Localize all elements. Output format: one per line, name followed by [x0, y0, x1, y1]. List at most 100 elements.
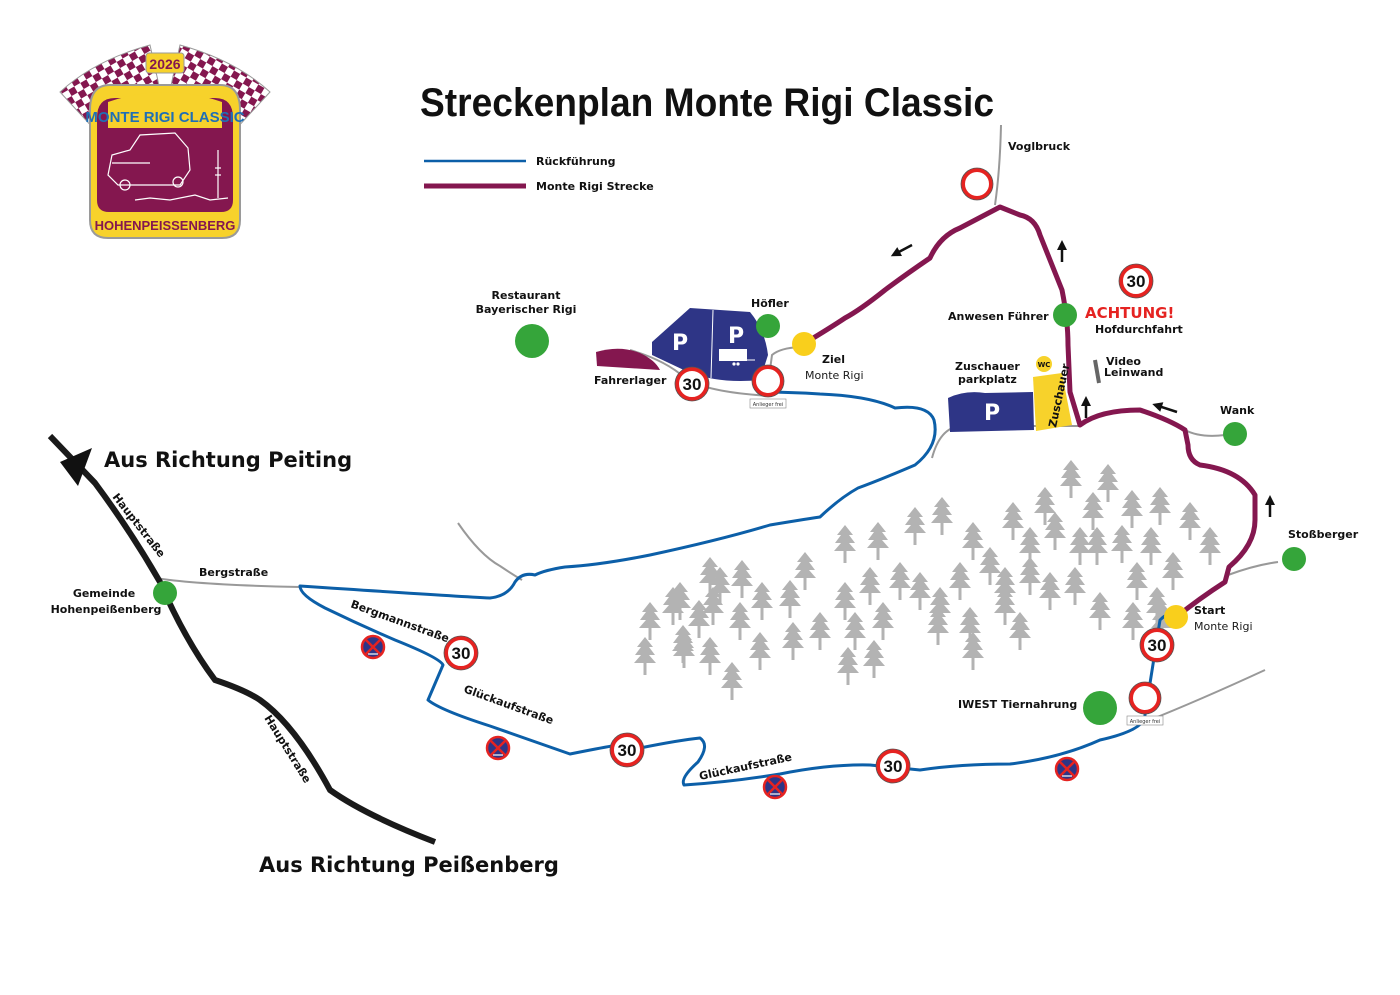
tree-icon: [904, 507, 926, 545]
poi-restaurant-marker: [515, 324, 549, 358]
tree-icon: [927, 607, 949, 645]
road-label-bergstrasse: Bergstraße: [199, 566, 268, 579]
tree-icon: [809, 612, 831, 650]
main-road-hauptstrasse: [47, 433, 437, 845]
no-stopping-sign: [1054, 756, 1080, 782]
tree-icon: [794, 552, 816, 590]
tree-icon: [782, 622, 804, 660]
tree-icon: [731, 560, 753, 598]
arrow-down-left-icon: [890, 243, 913, 257]
race-route: [803, 204, 1258, 620]
poi-wank-marker: [1223, 422, 1247, 446]
label-video-1: Video: [1106, 355, 1141, 368]
tree-icon: [669, 582, 691, 620]
road-closed-sign: Anlieger frei: [1126, 681, 1164, 726]
svg-text:30: 30: [618, 741, 637, 760]
no-stopping-sign: [762, 774, 788, 800]
road-wank: [1184, 429, 1226, 437]
no-stopping-signs: [360, 634, 1080, 800]
label-ziel: Ziel: [822, 353, 845, 366]
svg-text:30: 30: [1127, 272, 1146, 291]
svg-text:Anlieger frei: Anlieger frei: [753, 402, 784, 408]
speed-limit-30-sign: 30: [443, 635, 479, 671]
forest: [634, 460, 1221, 700]
road-closed-sign: Anlieger frei: [749, 364, 787, 409]
arrow-up-icon: [1057, 240, 1067, 262]
label-iwest: IWEST Tiernahrung: [958, 698, 1077, 711]
tree-icon: [1002, 502, 1024, 540]
road-voglbruck: [994, 124, 1002, 206]
road-bergstrasse: [154, 577, 301, 588]
tree-icon: [872, 602, 894, 640]
tree-icon: [863, 640, 885, 678]
tree-icon: [867, 522, 889, 560]
logo-town: HOHENPEISSENBERG: [95, 218, 236, 233]
label-ziel-sub: Monte Rigi: [805, 369, 864, 382]
poi-iwest-marker: [1083, 691, 1117, 725]
road-stossberger: [1227, 561, 1279, 576]
tree-icon: [634, 637, 656, 675]
direction-arrows: [890, 240, 1275, 517]
speed-limit-30-sign: 30: [875, 748, 911, 784]
video-screen-icon: [1093, 359, 1101, 384]
fahrerlager-area: [596, 348, 660, 370]
tree-icon: [889, 562, 911, 600]
parking-sign-2: P: [728, 324, 744, 349]
parking-spectator: P Zuschauer WC: [948, 356, 1073, 432]
tree-icon: [779, 580, 801, 618]
tree-icon: [834, 525, 856, 563]
tree-icon: [1140, 527, 1162, 565]
tree-icon: [1199, 527, 1221, 565]
tree-icon: [1111, 525, 1133, 563]
tree-icon: [1121, 490, 1143, 528]
anlieger-frei-plate: Anlieger frei: [749, 398, 787, 409]
svg-text:Anlieger frei: Anlieger frei: [1130, 719, 1161, 725]
label-zuschauerparkplatz-1: Zuschauer: [955, 360, 1020, 373]
arrow-left-icon: [1152, 402, 1178, 414]
tree-icon: [709, 567, 731, 605]
tree-icon: [1097, 464, 1119, 502]
label-start-sub: Monte Rigi: [1194, 620, 1253, 633]
legend-label-return: Rückführung: [536, 155, 616, 168]
parking-main: P P: [652, 308, 768, 381]
direction-peiting: Aus Richtung Peiting: [104, 448, 352, 472]
tree-icon: [1086, 527, 1108, 565]
label-fahrerlager: Fahrerlager: [594, 374, 667, 387]
tree-icon: [1162, 552, 1184, 590]
tree-icon: [721, 662, 743, 700]
road-closed-sign: [960, 167, 994, 201]
speed-limit-30-sign: 30: [609, 732, 645, 768]
return-route: [298, 390, 1177, 787]
tree-icon: [834, 582, 856, 620]
parking-sign-spectator: P: [984, 401, 1000, 426]
arrow-up-icon: [1265, 495, 1275, 517]
tree-icon: [931, 497, 953, 535]
side-roads: [154, 124, 1279, 723]
arrow-up-icon: [1081, 396, 1091, 418]
warning-title: ACHTUNG!: [1085, 304, 1174, 322]
tree-icon: [1179, 502, 1201, 540]
label-restaurant-2: Bayerischer Rigi: [476, 303, 577, 316]
event-logo: MONTE RIGI CLASSIC 2026 HOHENPEISSENBERG: [59, 44, 271, 239]
tree-icon: [1126, 562, 1148, 600]
poi-anwesen-marker: [1053, 303, 1077, 327]
tree-icon: [962, 632, 984, 670]
tree-icon: [962, 522, 984, 560]
road-label-bergmannstrasse: Bergmannstraße: [349, 598, 451, 646]
poi-hoefler-marker: [756, 314, 780, 338]
tree-icon: [859, 567, 881, 605]
no-stopping-sign: [360, 634, 386, 660]
start-marker: [1164, 605, 1188, 629]
tree-icon: [688, 600, 710, 638]
tree-icon: [1069, 527, 1091, 565]
tree-icon: [1039, 572, 1061, 610]
tree-icon: [699, 637, 721, 675]
svg-text:30: 30: [452, 644, 471, 663]
direction-peissenberg: Aus Richtung Peißenberg: [259, 853, 559, 877]
classic-car-icon: [107, 132, 229, 201]
tree-icon: [1089, 592, 1111, 630]
page-title: Streckenplan Monte Rigi Classic: [420, 81, 994, 125]
tree-icon: [639, 602, 661, 640]
